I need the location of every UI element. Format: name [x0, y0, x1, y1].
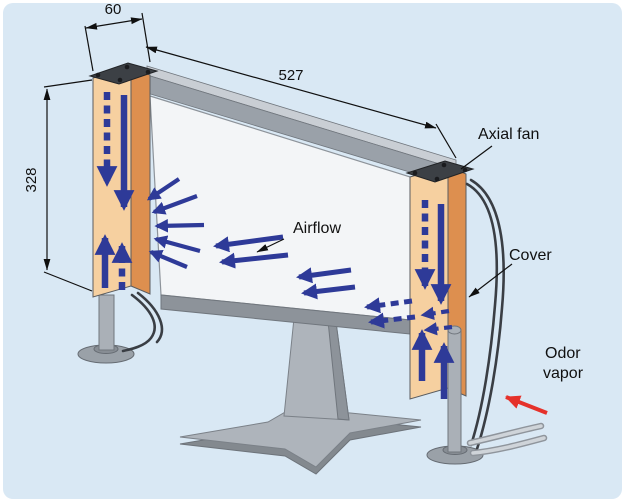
right-fan-cable: [469, 178, 505, 451]
airflow-arrow: [219, 252, 289, 269]
airflow-arrow: [368, 312, 416, 329]
dimension-527-value: 527: [278, 67, 303, 84]
airflow-arrow: [151, 194, 198, 215]
airflow-arrow: [153, 235, 201, 254]
bolt-icon: [441, 162, 447, 168]
airflow-arrows: [94, 92, 455, 399]
dimension-60: 60: [84, 1, 151, 72]
dimension-line: [145, 46, 437, 129]
odor-supply-tube: [471, 436, 546, 455]
odor-vapor-label-line2: vapor: [543, 365, 584, 382]
bolt-icon: [124, 64, 130, 70]
airflow-arrow: [296, 267, 352, 284]
odor-tubes: [466, 422, 548, 457]
bolt-icon: [462, 167, 468, 173]
dimension-60-value: 60: [105, 1, 122, 18]
odor-vapor-label-line1: Odor: [545, 345, 581, 362]
dimension-line: [85, 17, 143, 30]
right-fan-cable: [465, 182, 499, 447]
airflow-label: Airflow: [256, 220, 341, 253]
airflow-arrow: [213, 234, 284, 253]
extension-line: [43, 79, 93, 88]
extension-line: [43, 271, 93, 292]
airflow-arrow: [146, 177, 181, 201]
dimension-328-value: 328: [23, 167, 40, 192]
bolt-icon: [145, 69, 151, 75]
airflow-arrow: [420, 306, 450, 320]
monitor-base: [179, 403, 422, 468]
cover-label-text: Cover: [509, 247, 552, 264]
label-line: [468, 263, 513, 298]
label-line: [256, 238, 285, 253]
left-fan-cable: [136, 291, 164, 344]
left-stand: [77, 294, 135, 364]
bolt-icon: [434, 176, 440, 182]
dimension-328: 328: [23, 79, 93, 292]
cables: [121, 178, 505, 451]
odor-supply-tube: [468, 424, 543, 445]
extension-line: [84, 25, 94, 72]
extension-line: [435, 123, 457, 159]
airflow-arrow: [423, 322, 453, 336]
cover-label: Cover: [468, 247, 552, 298]
odor-release-tube: [447, 329, 462, 453]
bolt-icon: [412, 170, 418, 176]
airflow-arrow: [148, 249, 188, 269]
bolt-icon: [95, 72, 101, 78]
bolt-icon: [117, 77, 123, 83]
airflow-arrow: [364, 297, 413, 314]
odor-vapor-arrow: [505, 395, 548, 415]
left-stand-pole: [98, 294, 115, 351]
left-column-side-face: [130, 66, 151, 295]
left-fan-cable: [121, 293, 156, 353]
right-axial-fan-cap: [405, 160, 475, 183]
label-line: [460, 145, 493, 170]
airflow-label-text: Airflow: [293, 220, 341, 237]
odor-vapor-label: Odor vapor: [505, 345, 584, 415]
airflow-arrow: [301, 283, 356, 300]
axial-fan-label: Axial fan: [460, 126, 539, 170]
dimension-527: 527: [145, 46, 457, 159]
axial-fan-label-text: Axial fan: [478, 126, 539, 143]
airflow-arrow: [154, 219, 205, 233]
